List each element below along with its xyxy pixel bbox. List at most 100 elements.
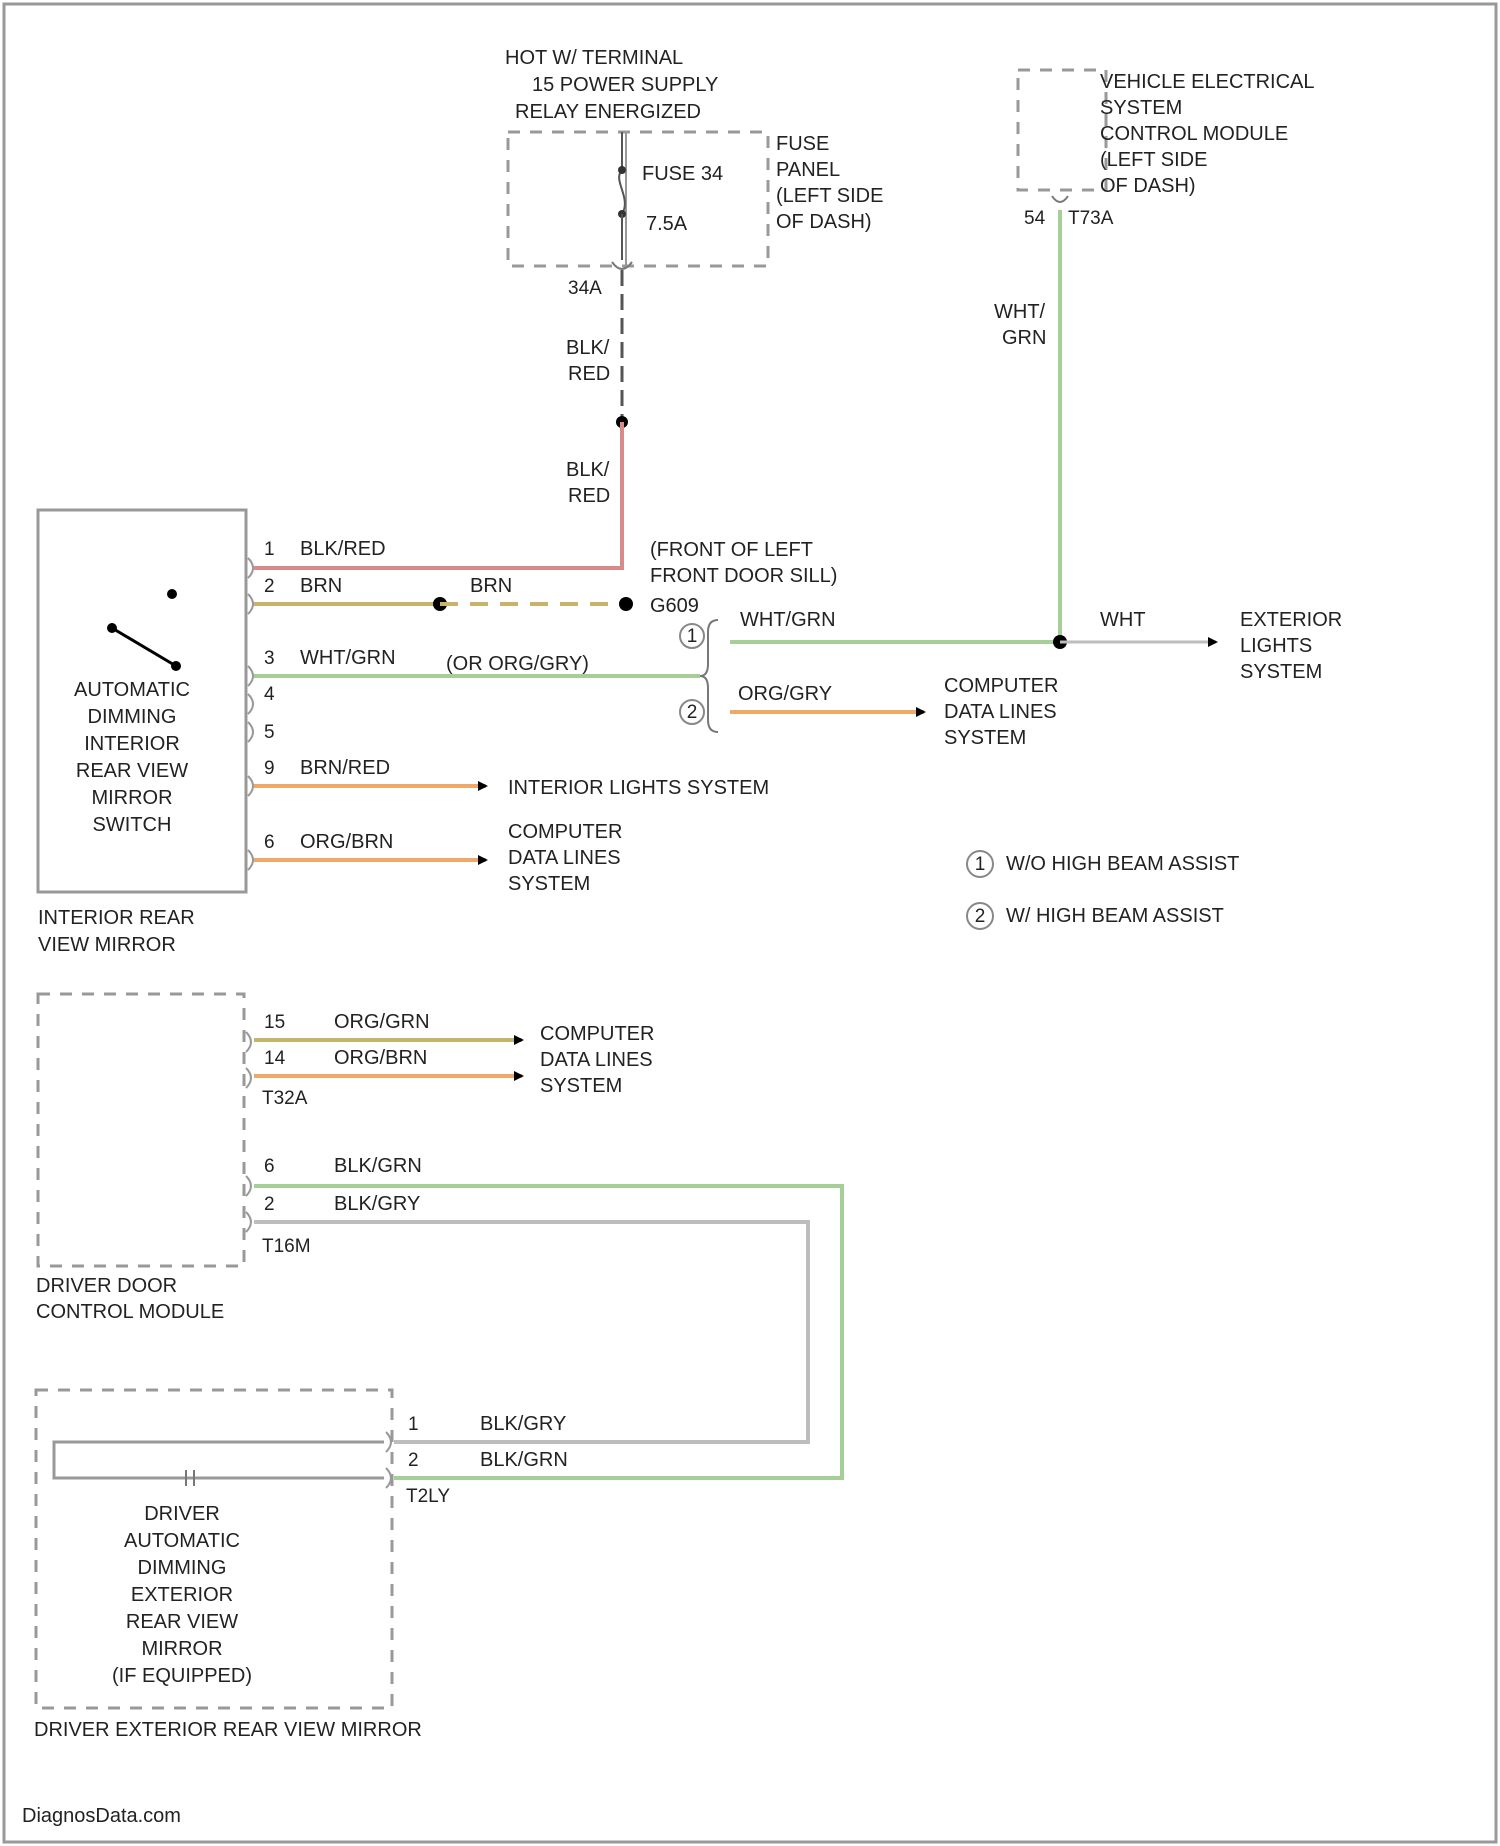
mirror-pin-number: 9 bbox=[264, 758, 275, 779]
pin-connector-icon bbox=[246, 1176, 251, 1196]
hot-terminal-label-3: RELAY ENERGIZED bbox=[515, 101, 701, 123]
cdl-a-label-3: SYSTEM bbox=[944, 727, 1026, 749]
pin-connector-icon bbox=[248, 594, 253, 614]
mirror-switch-label-6: SWITCH bbox=[93, 814, 172, 836]
blk-red-label-lower-2: RED bbox=[568, 485, 610, 507]
ext-mirror-label-6: MIRROR bbox=[141, 1638, 222, 1660]
ground-location-1: (FRONT OF LEFT bbox=[650, 539, 813, 561]
ground-point-icon bbox=[619, 597, 633, 611]
switch-contact-bottom bbox=[171, 661, 181, 671]
exterior-lights-label-2: LIGHTS bbox=[1240, 635, 1312, 657]
blk-red-label-upper-2: RED bbox=[568, 363, 610, 385]
fuse-panel: HOT W/ TERMINAL 15 POWER SUPPLY RELAY EN… bbox=[505, 47, 883, 299]
pin-connector-icon bbox=[246, 1212, 251, 1232]
variant-marker-1-text: 1 bbox=[687, 626, 698, 647]
mirror-switch-label-2: DIMMING bbox=[88, 706, 177, 728]
mirror-wire-label: BRN bbox=[300, 575, 342, 597]
driver-door-control-module: DRIVER DOOR CONTROL MODULE 15 14 T32A 6 … bbox=[36, 994, 430, 1323]
switch-icon bbox=[112, 628, 176, 666]
door-module-caption-1: DRIVER DOOR bbox=[36, 1275, 177, 1297]
vecm-wire-label-1: WHT/ bbox=[994, 301, 1046, 323]
pin-connector-icon bbox=[248, 776, 253, 796]
mirror-wire-label: ORG/BRN bbox=[300, 831, 393, 853]
hot-terminal-label-2: 15 POWER SUPPLY bbox=[532, 74, 718, 96]
interior-lights-label: INTERIOR LIGHTS SYSTEM bbox=[508, 777, 769, 799]
blk-gry-wire-loop bbox=[254, 1222, 808, 1442]
cdl-b-label-3: SYSTEM bbox=[508, 873, 590, 895]
mirror-switch-label-3: INTERIOR bbox=[84, 733, 180, 755]
mirror-pin-number: 4 bbox=[264, 684, 275, 705]
pin-connector-icon bbox=[248, 694, 253, 714]
vecm-label-5: OF DASH) bbox=[1100, 175, 1196, 197]
door-wire-label: BLK/GRN bbox=[334, 1155, 422, 1177]
door-module-box bbox=[38, 994, 244, 1266]
fuse-name: FUSE 34 bbox=[642, 163, 723, 185]
page-border bbox=[4, 4, 1496, 1842]
hot-terminal-label-1: HOT W/ TERMINAL bbox=[505, 47, 683, 69]
ext-mirror-pin-number: 2 bbox=[408, 1450, 419, 1471]
fuse-rating: 7.5A bbox=[646, 213, 688, 235]
mirror-pin-number: 3 bbox=[264, 648, 275, 669]
cdl-c-label-3: SYSTEM bbox=[540, 1075, 622, 1097]
pin-connector-icon bbox=[246, 1068, 251, 1088]
ext-mirror-wire-label: BLK/GRY bbox=[480, 1413, 566, 1435]
fuse-panel-box bbox=[508, 132, 768, 266]
ext-mirror-label-3: DIMMING bbox=[138, 1557, 227, 1579]
blk-red-label-upper-1: BLK/ bbox=[566, 337, 610, 359]
fuse-pin-label: 34A bbox=[568, 278, 602, 299]
door-wire-label: ORG/GRN bbox=[334, 1011, 430, 1033]
legend-item-1: W/O HIGH BEAM ASSIST bbox=[1006, 853, 1239, 875]
vecm-label-3: CONTROL MODULE bbox=[1100, 123, 1288, 145]
mirror-pin-number: 2 bbox=[264, 576, 275, 597]
mirror-wire-label: BRN/RED bbox=[300, 757, 390, 779]
door-wire-label: ORG/BRN bbox=[334, 1047, 427, 1069]
pin-connector-icon bbox=[248, 558, 253, 578]
ext-mirror-label-7: (IF EQUIPPED) bbox=[112, 1665, 252, 1687]
legend: 1 W/O HIGH BEAM ASSIST 2 W/ HIGH BEAM AS… bbox=[967, 851, 1239, 929]
pin-connector-icon bbox=[246, 1032, 251, 1052]
split-wire-b-label: ORG/GRY bbox=[738, 683, 832, 705]
mirror-wire-alt-label: (OR ORG/GRY) bbox=[446, 653, 589, 675]
mirror-wire-label: WHT/GRN bbox=[300, 647, 396, 669]
vecm-module: VEHICLE ELECTRICAL SYSTEM CONTROL MODULE… bbox=[994, 70, 1315, 349]
cdl-b-label-2: DATA LINES bbox=[508, 847, 621, 869]
ext-mirror-internal-circuit bbox=[54, 1442, 384, 1478]
door-connector-b-label: T16M bbox=[262, 1236, 311, 1257]
ext-mirror-label-5: REAR VIEW bbox=[126, 1611, 238, 1633]
fuse-icon bbox=[619, 170, 625, 214]
ground-name: G609 bbox=[650, 595, 699, 617]
mirror-pin-number: 1 bbox=[264, 539, 275, 560]
ext-mirror-label-2: AUTOMATIC bbox=[124, 1530, 240, 1552]
pin-connector-icon bbox=[248, 850, 253, 870]
mirror-pin-number: 6 bbox=[264, 832, 275, 853]
door-wire-label: BLK/GRY bbox=[334, 1193, 420, 1215]
mirror-switch-label-4: REAR VIEW bbox=[76, 760, 188, 782]
legend-item-2: W/ HIGH BEAM ASSIST bbox=[1006, 905, 1224, 927]
fuse-terminal-top bbox=[618, 166, 626, 174]
blk-red-wire: BLK/ RED BLK/ RED bbox=[254, 270, 628, 568]
mirror-switch-label-5: MIRROR bbox=[91, 787, 172, 809]
ext-mirror-caption: DRIVER EXTERIOR REAR VIEW MIRROR bbox=[34, 1719, 422, 1741]
fuse-panel-label-4: OF DASH) bbox=[776, 211, 872, 233]
mirror-switch-label-1: AUTOMATIC bbox=[74, 679, 190, 701]
ext-mirror-label-4: EXTERIOR bbox=[131, 1584, 233, 1606]
pin-connector-icon bbox=[248, 666, 253, 686]
pin-connector-icon bbox=[248, 722, 253, 742]
ext-mirror-label-1: DRIVER bbox=[144, 1503, 220, 1525]
watermark: DiagnosData.com bbox=[22, 1805, 181, 1827]
blk-red-label-lower-1: BLK/ bbox=[566, 459, 610, 481]
legend-marker-1-text: 1 bbox=[975, 854, 986, 875]
wht-wire-label: WHT bbox=[1100, 609, 1146, 631]
mirror-wire-label: BLK/RED bbox=[300, 538, 386, 560]
door-pin-number: 15 bbox=[264, 1012, 285, 1033]
cdl-c-label-1: COMPUTER bbox=[540, 1023, 654, 1045]
door-pin-number: 6 bbox=[264, 1156, 275, 1177]
door-pin-number: 14 bbox=[264, 1048, 286, 1069]
fuse-panel-label-1: FUSE bbox=[776, 133, 829, 155]
fuse-panel-label-2: PANEL bbox=[776, 159, 840, 181]
ext-mirror-connector-label: T2LY bbox=[406, 1486, 450, 1507]
vecm-pin-connector-icon bbox=[1052, 196, 1068, 202]
door-pin-number: 2 bbox=[264, 1194, 275, 1215]
cdl-a-label-2: DATA LINES bbox=[944, 701, 1057, 723]
